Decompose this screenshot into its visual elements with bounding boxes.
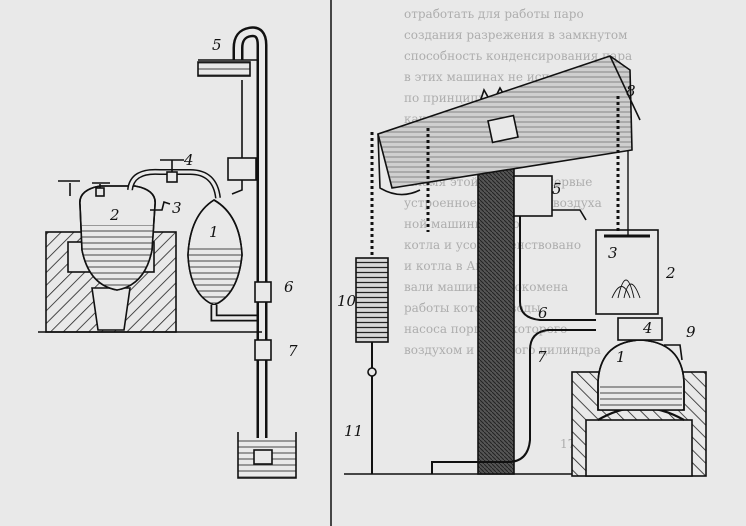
label-injection-six: 6 bbox=[538, 304, 548, 322]
injection-spray bbox=[611, 279, 641, 299]
suction-strainer bbox=[253, 449, 273, 465]
right-panel-numbers: 1 2 3 4 5 6 7 8 9 10 11 bbox=[337, 82, 696, 440]
check-valve-7 bbox=[254, 339, 272, 361]
receiver-1-water bbox=[188, 245, 242, 305]
furnace-right-opening bbox=[585, 419, 693, 477]
ground bbox=[344, 474, 644, 514]
ghost-text-line: отработать для работы паро bbox=[404, 7, 584, 21]
tap-3 bbox=[150, 200, 171, 211]
ghost-text-line: способность конденсирования пара bbox=[404, 49, 632, 63]
sump-walls bbox=[237, 432, 297, 479]
label-steam-valve: 4 bbox=[183, 151, 194, 169]
label-rising-main: 5 bbox=[212, 36, 222, 54]
valve-body bbox=[95, 187, 105, 197]
label-cylinder-two: 2 bbox=[665, 264, 676, 282]
pump-rod-eye bbox=[367, 367, 377, 377]
label-cock-nine: 9 bbox=[686, 323, 696, 341]
valve-4-body bbox=[166, 171, 178, 183]
label-beam-eight: 8 bbox=[626, 82, 636, 100]
boiler-2-outline bbox=[79, 185, 156, 291]
label-valve-six: 6 bbox=[284, 278, 294, 296]
ghost-text-line: создания разрежения в замкнутом bbox=[404, 28, 627, 42]
injection-pipe-6 bbox=[519, 206, 596, 321]
label-valve-four: 4 bbox=[642, 319, 653, 337]
counterweight-10 bbox=[355, 257, 389, 343]
firebox bbox=[91, 287, 131, 331]
label-tap: 3 bbox=[172, 199, 182, 217]
label-piston-three: 3 bbox=[608, 244, 618, 262]
cold-water-cistern bbox=[227, 157, 257, 181]
label-eduction-seven: 7 bbox=[537, 348, 547, 366]
arch-head-left bbox=[377, 133, 421, 196]
steam-valve-4 bbox=[617, 317, 663, 341]
rising-main-bore bbox=[235, 28, 265, 460]
left-panel-numbers: 1 2 3 4 5 6 7 bbox=[109, 36, 298, 360]
arch-head-right bbox=[609, 55, 641, 121]
label-boiler: 2 bbox=[109, 206, 120, 224]
try-cock-9 bbox=[664, 344, 683, 361]
label-cistern-five: 5 bbox=[552, 180, 562, 198]
boiler-1-water bbox=[600, 382, 682, 410]
receiver-outlet-bore bbox=[212, 305, 262, 320]
label-boiler-one: 1 bbox=[616, 348, 626, 366]
cylinder-2 bbox=[595, 229, 659, 315]
label-valve-seven: 7 bbox=[288, 342, 298, 360]
label-rod-eleven: 11 bbox=[344, 422, 363, 440]
cistern-outlet bbox=[552, 209, 587, 221]
check-valve-6 bbox=[254, 281, 272, 303]
eduction-pipe-7 bbox=[431, 329, 596, 474]
left-panel-savery-engine bbox=[38, 26, 297, 479]
beam-axle bbox=[487, 114, 519, 144]
upper-reservoir bbox=[197, 61, 251, 77]
injection-cistern-5 bbox=[513, 175, 553, 217]
boiler-2-water bbox=[82, 225, 154, 290]
label-receiver: 1 bbox=[209, 223, 219, 241]
cistern-tap bbox=[231, 180, 243, 195]
label-weight-ten: 10 bbox=[337, 292, 357, 310]
right-panel-newcomen-engine bbox=[344, 55, 707, 514]
